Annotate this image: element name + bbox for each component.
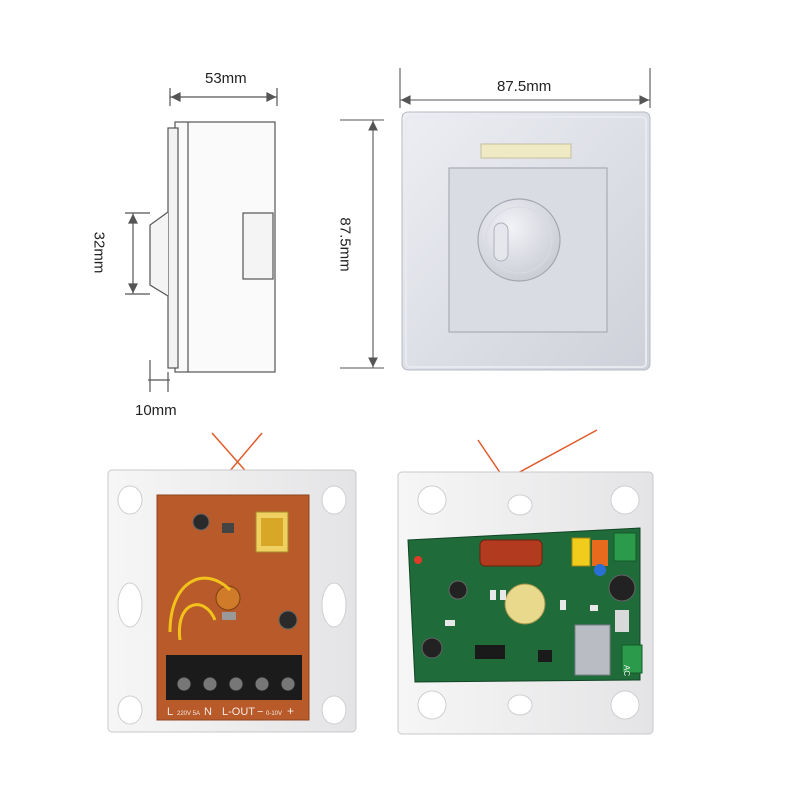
terminal-label-minus: −: [257, 706, 263, 718]
pcb-label-ac: AC: [622, 665, 631, 676]
terminal-label-n: N: [204, 706, 212, 718]
terminal-label-range: 0-10V: [266, 711, 282, 717]
dimmer-front-plate: [401, 111, 651, 371]
terminal-label-l-out: L-OUT: [222, 706, 255, 718]
terminal-label-plus: +: [287, 704, 294, 718]
front-dimension-lines: [340, 68, 651, 369]
terminal-label-l: L: [167, 706, 173, 718]
terminal-label-voltage: 220V 5A: [177, 711, 200, 717]
knob-depth-label: 10mm: [135, 402, 177, 419]
back-view-left: L 220V 5A N L-OUT − 0-10V +: [107, 469, 357, 733]
indicator-window: [480, 143, 572, 159]
side-depth-label: 53mm: [205, 70, 247, 87]
dimmer-knob: [477, 198, 561, 282]
side-view-drawing: [125, 88, 278, 392]
front-width-label: 87.5mm: [497, 78, 552, 95]
back-view-right: AC: [397, 471, 654, 735]
